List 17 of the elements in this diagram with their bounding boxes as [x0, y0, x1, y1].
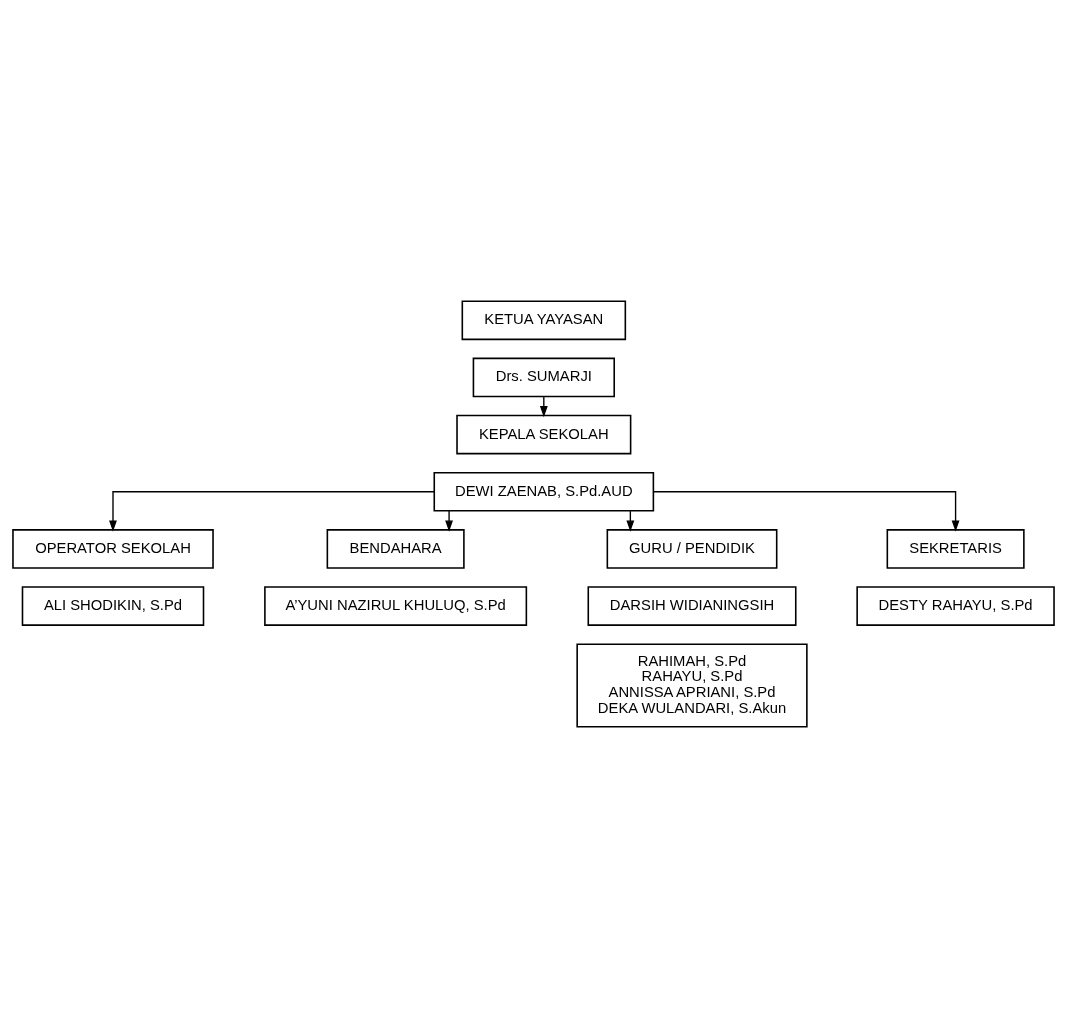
node-box: DEWI ZAENAB, S.Pd.AUD [433, 471, 655, 512]
arrow [445, 510, 454, 532]
node-box: OPERATOR SEKOLAH [12, 529, 214, 569]
node-box: DESTY RAHAYU, S.Pd [856, 586, 1055, 626]
arrow [539, 396, 548, 418]
node-box: KETUA YAYASAN [461, 300, 627, 341]
node-box: Drs. SUMARJI [472, 357, 615, 398]
node-box: KEPALA SEKOLAH [456, 414, 632, 455]
node-box: ALI SHODIKIN, S.Pd [21, 586, 205, 626]
node-box: A’YUNI NAZIRUL KHULUQ, S.Pd [264, 586, 528, 626]
node-box: GURU / PENDIDIK [606, 529, 778, 569]
arrow [652, 491, 960, 532]
node-box: DARSIH WIDIANINGSIH [587, 586, 797, 626]
node-box: BENDAHARA [326, 529, 465, 569]
arrow [109, 491, 435, 532]
node-box: RAHIMAH, S.Pd RAHAYU, S.Pd ANNISSA APRIANI, S.Pd DEKA WULANDARI, S.Akun [576, 643, 808, 728]
node-box: SEKRETARIS [886, 529, 1025, 569]
